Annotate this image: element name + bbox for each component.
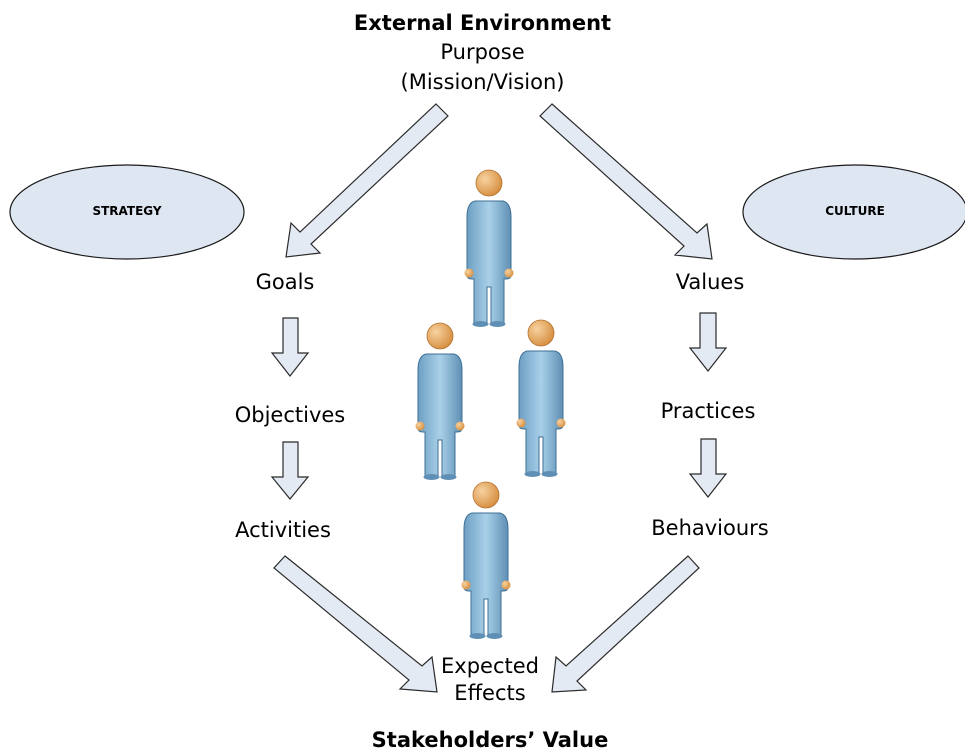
arrow-practices-to-behaviours [688, 438, 728, 498]
practices-label: Practices [660, 399, 756, 423]
expected-effects-line2: Effects [454, 681, 526, 705]
strategy-ellipse [9, 164, 245, 260]
person-icon-middle-left [415, 322, 465, 481]
stakeholders-value-footer: Stakeholders’ Value [371, 728, 609, 752]
arrow-purpose-to-values [539, 103, 713, 260]
goals-label: Goals [255, 270, 315, 294]
strategy-label: STRATEGY [92, 204, 162, 218]
activities-label: Activities [235, 518, 331, 542]
culture-ellipse [742, 164, 965, 260]
culture-label: CULTURE [825, 204, 885, 218]
person-icon-bottom [461, 481, 511, 640]
arrow-values-to-practices [688, 312, 728, 372]
arrow-goals-to-objectives [270, 317, 310, 377]
behaviours-label: Behaviours [651, 516, 769, 540]
external-environment-title: External Environment [353, 11, 612, 35]
arrow-objectives-to-activities [270, 441, 310, 500]
values-label: Values [675, 270, 745, 294]
arrow-purpose-to-goals [285, 103, 449, 258]
arrow-behaviours-to-effects [551, 555, 700, 693]
purpose-label: Purpose [440, 40, 525, 64]
person-icon-middle-right [516, 319, 566, 478]
mission-vision-label: (Mission/Vision) [400, 70, 565, 94]
person-icon-top [464, 169, 514, 328]
objectives-label: Objectives [234, 403, 346, 427]
expected-effects-line1: Expected [441, 654, 539, 678]
arrow-activities-to-effects [273, 555, 438, 693]
